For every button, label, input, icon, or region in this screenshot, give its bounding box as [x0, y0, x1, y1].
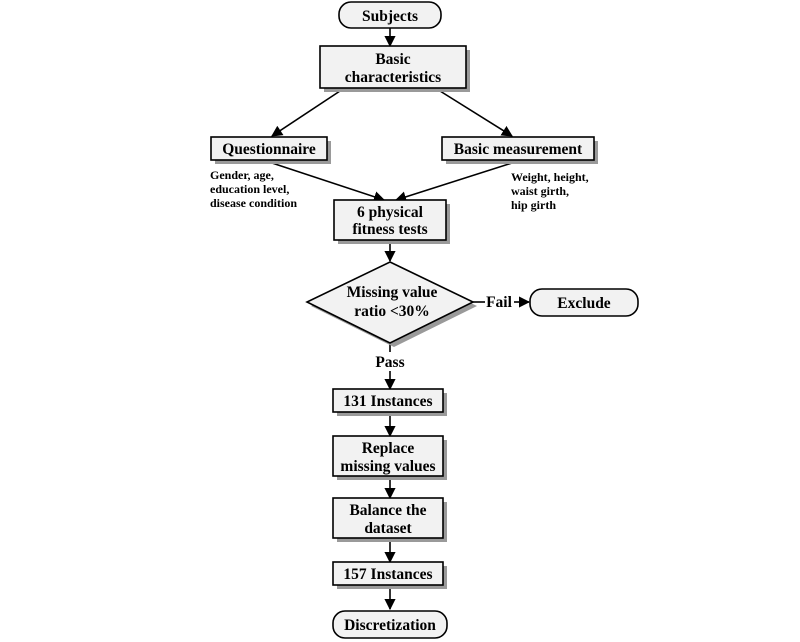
node-131-instances: 131 Instances — [332, 388, 447, 416]
edge-basic-questionnaire — [271, 90, 341, 137]
node-questionnaire: Questionnaire — [210, 136, 331, 164]
questionnaire-notes: Gender, age, education level, disease co… — [210, 168, 297, 210]
node-basic-measurement-label: Basic measurement — [454, 141, 583, 158]
questionnaire-note-line1: Gender, age, — [210, 168, 274, 182]
measurement-note-line3: hip girth — [511, 198, 556, 212]
node-questionnaire-label: Questionnaire — [222, 141, 316, 158]
node-discretization-label: Discretization — [344, 617, 436, 634]
connectors — [271, 27, 531, 611]
node-missing-ratio-decision: Missing value ratio <30% — [305, 261, 477, 347]
node-exclude-label: Exclude — [557, 295, 611, 312]
node-missing-ratio-line1: Missing value — [347, 284, 438, 301]
node-missing-ratio-line2: ratio <30% — [354, 303, 430, 320]
node-balance-dataset-line1: Balance the — [349, 502, 426, 519]
node-replace-missing: Replace missing values — [332, 435, 447, 480]
node-replace-missing-line2: missing values — [340, 458, 435, 475]
node-basic-characteristics-line2: characteristics — [345, 69, 441, 86]
node-fitness-tests: 6 physical fitness tests — [333, 199, 450, 244]
edge-label-fail: Fail — [486, 294, 513, 311]
node-subjects-label: Subjects — [362, 8, 418, 25]
node-discretization: Discretization — [332, 610, 448, 639]
node-exclude: Exclude — [529, 288, 639, 317]
node-balance-dataset: Balance the dataset — [332, 497, 447, 542]
measurement-note-line1: Weight, height, — [511, 170, 589, 184]
node-basic-characteristics-line1: Basic — [375, 51, 410, 68]
questionnaire-note-line2: education level, — [210, 182, 289, 196]
node-fitness-tests-line1: 6 physical — [357, 204, 424, 221]
node-basic-characteristics: Basic characteristics — [319, 45, 470, 92]
edge-measurement-fitness — [394, 162, 513, 203]
node-basic-measurement: Basic measurement — [441, 136, 598, 164]
node-157-instances: 157 Instances — [332, 561, 447, 589]
node-157-instances-label: 157 Instances — [343, 566, 432, 583]
node-131-instances-label: 131 Instances — [343, 393, 432, 410]
node-replace-missing-line1: Replace — [362, 440, 415, 457]
node-balance-dataset-line2: dataset — [364, 520, 412, 537]
questionnaire-note-line3: disease condition — [210, 196, 297, 210]
edge-basic-measurement — [439, 90, 513, 137]
measurement-note-line2: waist girth, — [511, 184, 569, 198]
edge-label-pass: Pass — [375, 354, 404, 371]
edge-questionnaire-fitness — [271, 162, 386, 203]
node-subjects: Subjects — [338, 1, 442, 29]
node-fitness-tests-line2: fitness tests — [352, 221, 427, 238]
measurement-notes: Weight, height, waist girth, hip girth — [511, 170, 589, 212]
